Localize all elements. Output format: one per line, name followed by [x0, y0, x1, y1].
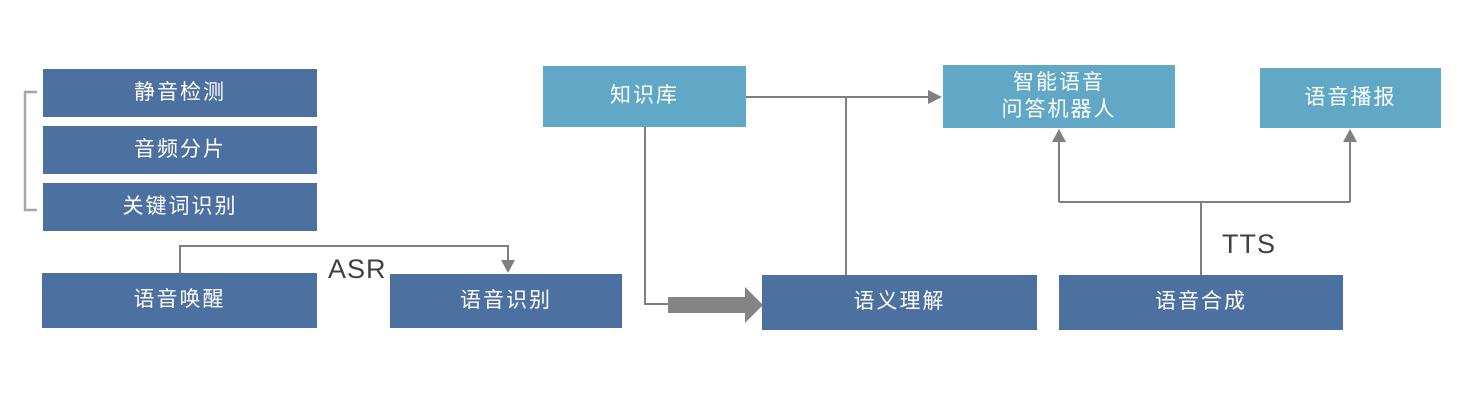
node-label: 语音唤醒 — [133, 288, 226, 312]
thick-arrow-into-semantic — [668, 287, 763, 323]
node-label: 关键词识别 — [122, 194, 238, 218]
node-label: 音频分片 — [134, 137, 226, 161]
node-voice-broadcast: 语音播报 — [1260, 68, 1441, 128]
asr-edge-label: ASR — [328, 254, 387, 284]
tts-edge-label: TTS — [1222, 229, 1276, 259]
node-keyword-recognition: 关键词识别 — [43, 183, 317, 231]
node-qa-robot: 智能语音 问答机器人 — [943, 65, 1175, 128]
line-knowledge-elbow — [644, 127, 668, 305]
node-label: 语音识别 — [460, 288, 552, 312]
node-label-line1: 智能语音 — [1013, 71, 1105, 95]
node-audio-segmentation: 音频分片 — [43, 126, 317, 174]
arrowhead-into-broadcast-bottom — [1343, 129, 1357, 142]
arrowhead-into-robot-left — [928, 90, 942, 104]
node-label: 语音合成 — [1155, 290, 1247, 314]
node-knowledge-base: 知识库 — [543, 66, 746, 127]
node-speech-recognition: 语音识别 — [390, 274, 622, 328]
arrowhead-into-robot-bottom — [1052, 129, 1066, 142]
node-voice-wakeup: 语音唤醒 — [42, 273, 317, 328]
left-bracket — [23, 90, 37, 212]
node-silence-detection: 静音检测 — [43, 69, 317, 117]
node-label-line2: 问答机器人 — [1001, 97, 1117, 121]
node-label: 语音播报 — [1304, 85, 1397, 109]
arrowhead-into-recognition — [501, 260, 515, 273]
node-semantic-understanding: 语义理解 — [762, 275, 1037, 330]
node-label: 静音检测 — [134, 80, 226, 104]
node-label: 语义理解 — [853, 290, 946, 314]
node-speech-synthesis: 语音合成 — [1059, 275, 1343, 330]
arrow-wakeup-to-recognition-line — [179, 245, 509, 273]
tts-branch-lines — [1058, 142, 1351, 275]
node-label: 知识库 — [610, 84, 679, 108]
